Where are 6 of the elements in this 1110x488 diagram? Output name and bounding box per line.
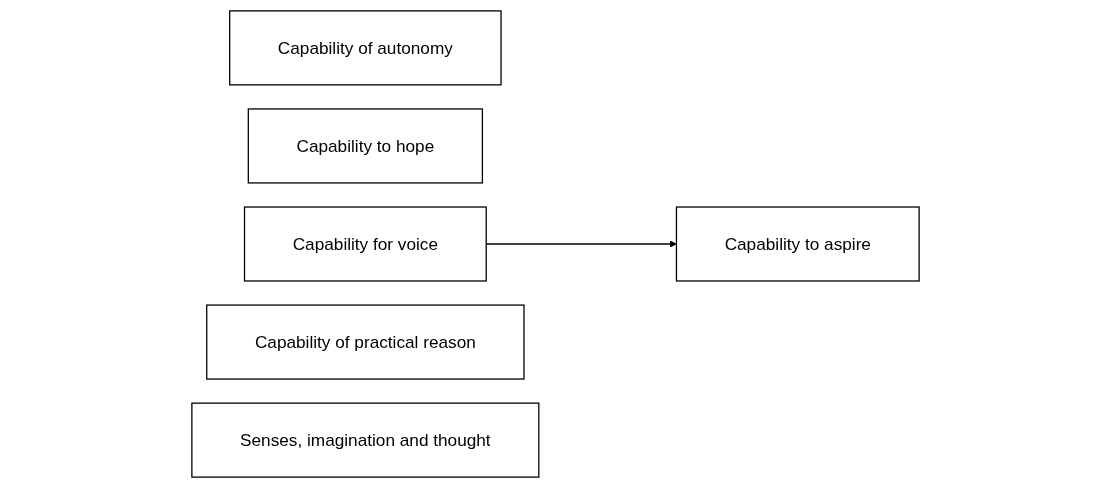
node-box: Capability of practical reason	[205, 304, 525, 380]
node-box: Capability to aspire	[675, 206, 920, 282]
node-box: Capability for voice	[243, 206, 487, 282]
node-box: Capability to hope	[247, 108, 483, 184]
node-box: Senses, imagination and thought	[190, 402, 539, 478]
node-box: Capability of autonomy	[228, 10, 502, 86]
